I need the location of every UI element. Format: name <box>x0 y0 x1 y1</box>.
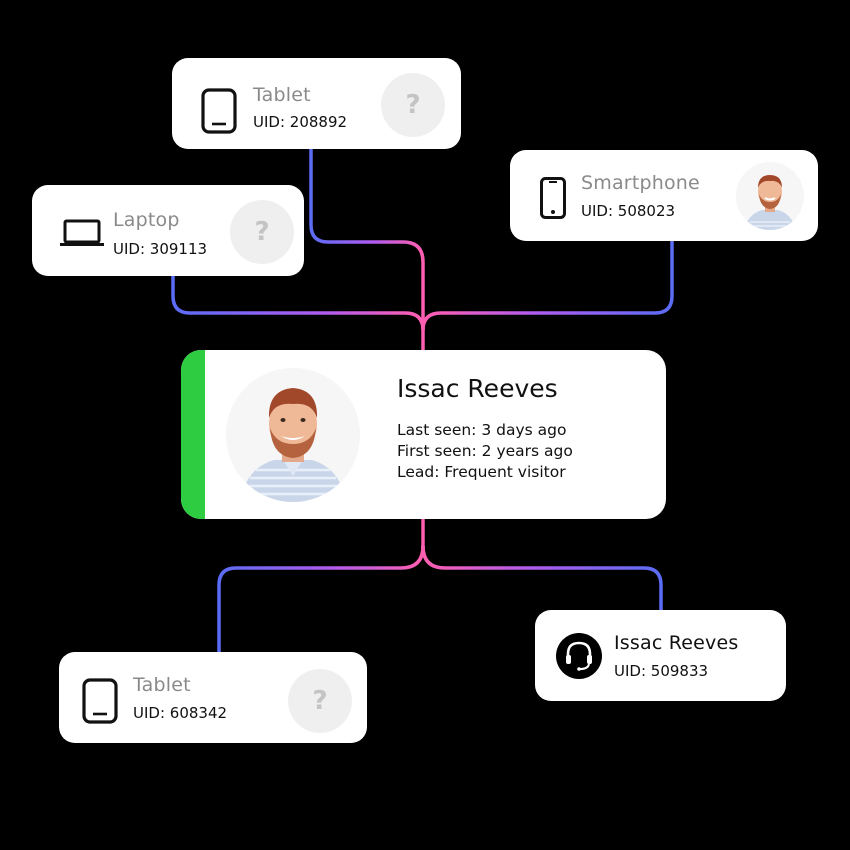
device-uid: UID: 509833 <box>614 662 709 680</box>
device-card-smartphone[interactable]: Smartphone UID: 508023 <box>510 150 818 241</box>
agent-name: Issac Reeves <box>614 632 739 654</box>
tablet-icon <box>201 88 237 138</box>
device-type: Tablet <box>253 84 311 106</box>
profile-last-seen: Last seen: 3 days ago <box>397 421 567 439</box>
device-card-support[interactable]: Issac Reeves UID: 509833 <box>535 610 786 701</box>
profile-name: Issac Reeves <box>397 374 558 403</box>
connector-laptop <box>171 276 425 331</box>
device-uid: UID: 508023 <box>581 202 676 220</box>
device-card-tablet-bottom[interactable]: Tablet UID: 608342 ? <box>59 652 367 743</box>
tablet-icon <box>82 678 118 728</box>
status-accent-bar <box>181 350 205 519</box>
user-photo-avatar <box>736 162 804 230</box>
device-type: Smartphone <box>581 172 700 194</box>
device-type: Tablet <box>133 674 191 696</box>
unknown-user-avatar: ? <box>230 200 294 264</box>
device-card-laptop[interactable]: Laptop UID: 309113 ? <box>32 185 304 276</box>
device-uid: UID: 608342 <box>133 704 228 722</box>
connector-tablet-top <box>309 148 425 352</box>
profile-photo-avatar <box>226 368 360 502</box>
smartphone-icon <box>540 177 566 223</box>
device-type: Laptop <box>113 209 180 231</box>
connector-smartphone <box>421 241 674 331</box>
laptop-icon <box>59 219 105 251</box>
profile-first-seen: First seen: 2 years ago <box>397 442 573 460</box>
device-uid: UID: 208892 <box>253 113 348 131</box>
headset-icon <box>556 633 602 683</box>
unknown-user-avatar: ? <box>381 73 445 137</box>
connector-headset <box>421 545 663 610</box>
connector-tablet-bottom <box>217 545 425 652</box>
profile-card[interactable]: Issac Reeves Last seen: 3 days ago First… <box>181 350 666 519</box>
device-uid: UID: 309113 <box>113 240 208 258</box>
device-card-tablet-top[interactable]: Tablet UID: 208892 ? <box>172 58 461 149</box>
profile-lead: Lead: Frequent visitor <box>397 463 566 481</box>
unknown-user-avatar: ? <box>288 669 352 733</box>
